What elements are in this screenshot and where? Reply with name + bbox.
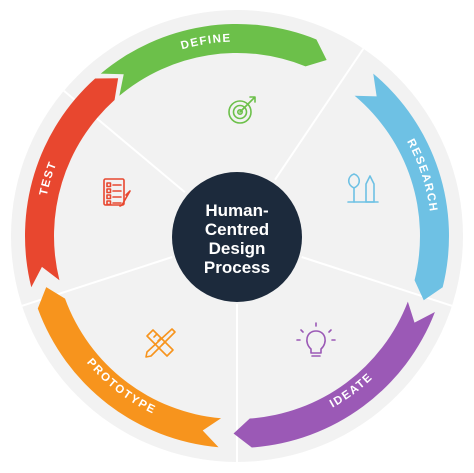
center-title-line-3: Design [209,239,266,258]
center-title-line-4: Process [204,258,270,277]
sector-divider [274,48,365,181]
stage-band-shape [37,287,222,448]
stage-band-shape [100,24,327,96]
stage-icons [103,96,379,358]
center-hub: Human- Centred Design Process [172,172,302,302]
stage-band-shape [233,301,435,448]
stage-band-define: DEFINE [100,24,327,96]
center-circle [172,172,302,302]
stage-band-shape [25,78,119,288]
stage-band-shape [354,73,449,301]
stage-band-test: TEST [25,78,119,288]
checklist-icon [103,178,131,207]
plant-growth-icon [347,173,379,203]
center-title-line-1: Human- [205,201,268,220]
target-icon [228,96,256,124]
center-title-line-2: Centred [205,220,269,239]
pencil-ruler-icon [145,328,176,358]
lightbulb-icon [296,322,336,357]
